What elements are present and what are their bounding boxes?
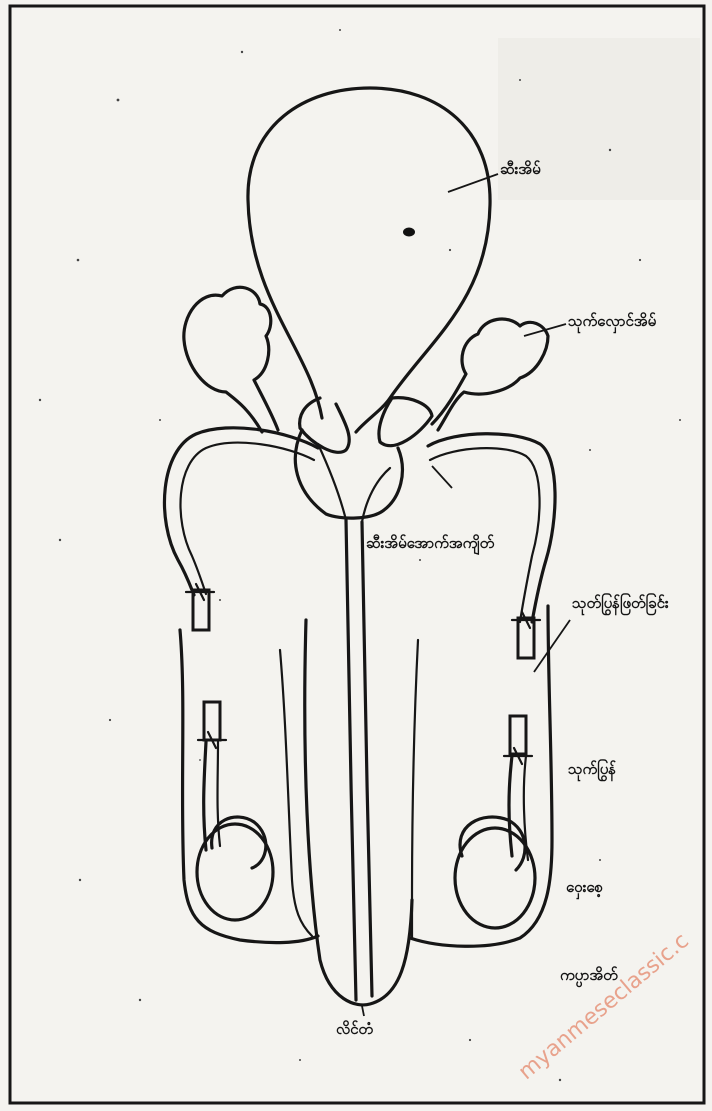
left-vas-cut-end-lower: [204, 702, 220, 740]
right-testis: [455, 828, 535, 928]
leader-seminal-vesicle: [524, 324, 566, 336]
right-vas-lower: [509, 756, 512, 856]
bladder-shape: [248, 88, 490, 432]
urethra-right-line: [362, 522, 372, 996]
left-vas-tie-lower: [198, 732, 226, 748]
right-vas-tie-lower: [504, 748, 532, 764]
right-vas-cut-end-lower: [510, 716, 526, 754]
penis-outline: [305, 620, 412, 1005]
label-penis: လိင်တံ: [336, 1020, 373, 1042]
right-seminal-vesicle: [432, 319, 548, 430]
ureter-opening-dot: [403, 228, 415, 237]
right-vas-cut-end-upper: [518, 618, 534, 658]
label-prostate: ဆီးအိမ်အောက်အကျိတ်: [366, 534, 494, 556]
label-seminal-vesicle: သုက်လှောင်အိမ်: [568, 312, 656, 334]
right-vas-tie-upper: [512, 612, 540, 628]
right-epididymis: [460, 817, 525, 870]
label-vas-deferens: သုက်ပြွန်: [568, 760, 616, 782]
label-bladder: ဆီးအိမ်: [500, 160, 541, 182]
left-vas-deferens-upper-inner: [180, 443, 314, 594]
right-vas-deferens-upper: [428, 434, 555, 622]
leader-prostate: [432, 466, 452, 488]
left-vas-lower: [204, 742, 206, 850]
urethra-left-line: [346, 520, 356, 1000]
right-ureter-end: [379, 398, 432, 446]
left-testis: [197, 824, 273, 920]
label-testis: ဝှေးစေ့: [566, 878, 603, 900]
label-vas-cut: သုတ်ပြွန်ဖြတ်ခြင်း: [572, 594, 669, 616]
scrotum-right-inner-wall: [412, 640, 418, 938]
leader-penis: [362, 1006, 364, 1016]
left-seminal-vesicle: [184, 287, 278, 432]
leader-vas-cut: [534, 620, 570, 672]
left-ejaculatory-duct: [318, 444, 346, 520]
